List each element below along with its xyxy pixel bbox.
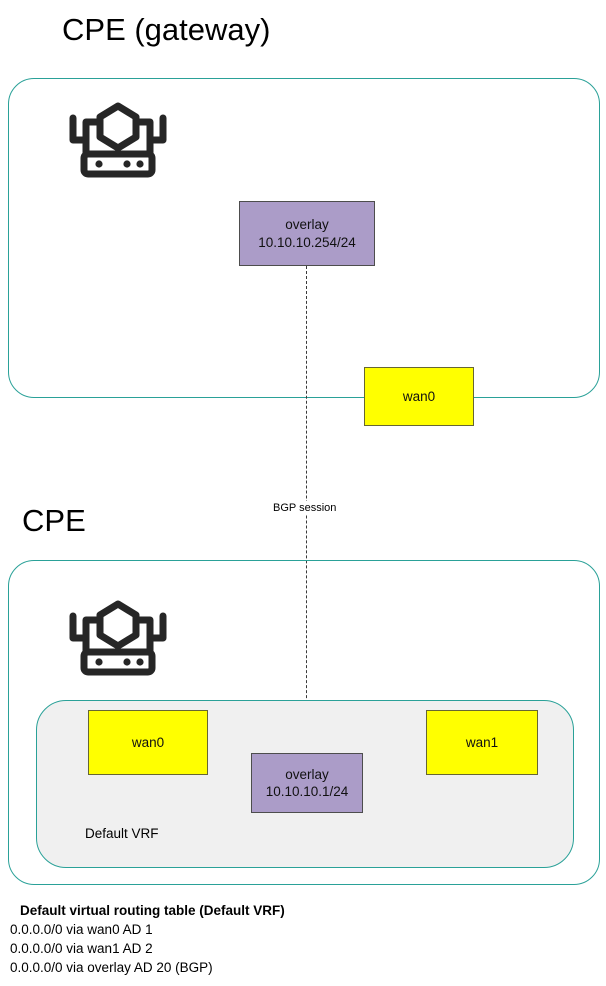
interface-box-overlay-cpe[interactable]: overlay 10.10.10.1/24 xyxy=(251,753,363,813)
routing-table-row: 0.0.0.0/0 via wan1 AD 2 xyxy=(10,941,153,957)
interface-address: 10.10.10.1/24 xyxy=(265,784,349,799)
interface-address: 10.10.10.254/24 xyxy=(258,234,356,250)
page-title-gateway: CPE (gateway) xyxy=(62,12,271,47)
routing-table-row: 0.0.0.0/0 via overlay AD 20 (BGP) xyxy=(10,960,213,976)
interface-name: wan1 xyxy=(465,734,499,750)
interface-name: overlay xyxy=(285,766,329,782)
default-vrf-label: Default VRF xyxy=(85,826,159,841)
interface-box-wan0-gateway[interactable]: wan0 xyxy=(364,367,474,426)
bgp-session-label: BGP session xyxy=(270,501,340,515)
interface-box-wan1-cpe[interactable]: wan1 xyxy=(426,710,538,775)
router-icon xyxy=(56,598,180,684)
routing-table-row: 0.0.0.0/0 via wan0 AD 1 xyxy=(10,922,153,937)
interface-box-overlay-gateway[interactable]: overlay 10.10.10.254/24 xyxy=(239,201,375,266)
routing-table: Default virtual routing table (Default V… xyxy=(10,903,430,977)
interface-name: wan0 xyxy=(131,734,165,750)
page-title-cpe: CPE xyxy=(22,503,86,538)
routing-table-title: Default virtual routing table (Default V… xyxy=(20,903,285,918)
interface-name: overlay xyxy=(285,217,329,233)
device-container-cpe xyxy=(8,560,600,885)
interface-box-wan0-cpe[interactable]: wan0 xyxy=(88,710,208,775)
device-container-gateway xyxy=(8,78,600,398)
interface-name: wan0 xyxy=(402,388,436,404)
router-icon xyxy=(56,100,180,186)
